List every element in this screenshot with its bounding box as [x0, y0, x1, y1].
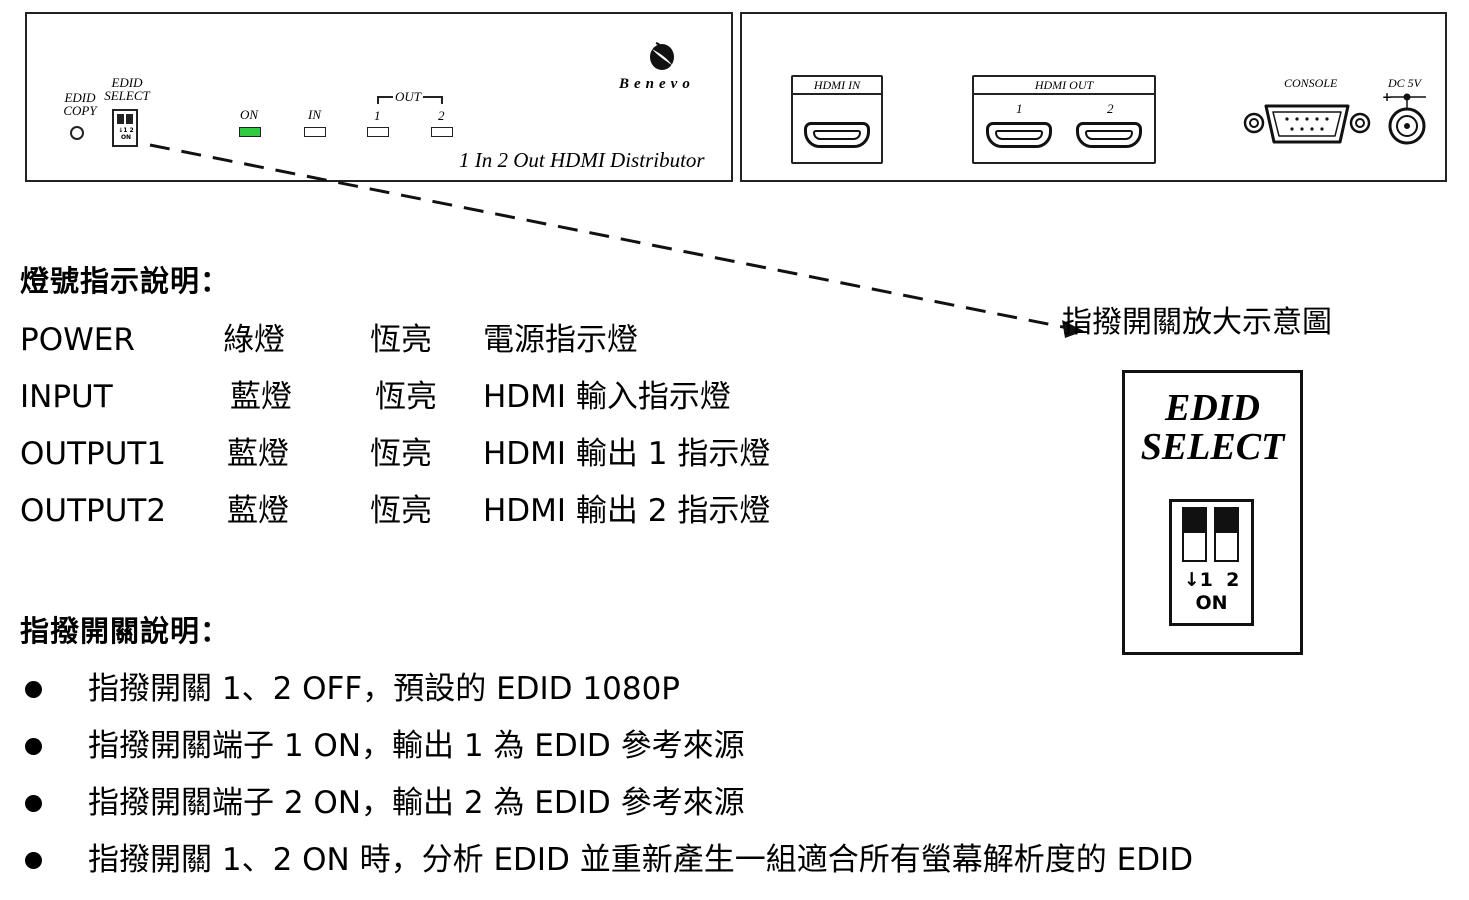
bullet-icon [25, 681, 42, 698]
hdmi-out2-port[interactable] [1076, 122, 1142, 148]
hdmi-out-label: HDMI OUT [974, 77, 1154, 95]
zoom-dip-switch[interactable]: ↓1 2 ON [1169, 499, 1254, 626]
edid-copy-button[interactable] [70, 126, 84, 140]
led-in-label: IN [308, 107, 321, 122]
dc-label: DC 5V [1388, 76, 1421, 90]
led-row-state: 恆亮 [370, 493, 432, 529]
led-row-name: POWER [20, 322, 135, 358]
zoom-select-label: SELECT [1140, 426, 1285, 468]
hdmi-out-box: HDMI OUT 1 2 [972, 75, 1156, 164]
out-bracket-label: OUT [393, 89, 424, 104]
hdmi-out2-label: 2 [1107, 101, 1114, 116]
zoom-edid-label: EDID [1164, 387, 1261, 429]
dip-item-1: 指撥開關 1、2 OFF，預設的 EDID 1080P [88, 671, 680, 707]
zoom-caption: 指撥開關放大示意圖 [1062, 305, 1332, 340]
dip-switch-1[interactable] [1182, 507, 1207, 562]
out2-label: 2 [438, 108, 445, 123]
led-row-desc: HDMI 輸出 1 指示燈 [483, 436, 771, 472]
dip-item-3: 指撥開關端子 2 ON，輸出 2 為 EDID 參考來源 [88, 785, 745, 821]
led-row-color: 藍燈 [230, 379, 292, 415]
zoom-box: EDID SELECT ↓1 2 ON [1122, 370, 1303, 655]
led-row-state: 恆亮 [370, 322, 432, 358]
zoom-switch-numbers: ↓1 2 [1183, 569, 1240, 591]
brand-logo-icon [647, 40, 677, 72]
output2-led [431, 127, 453, 137]
input-led [304, 127, 326, 137]
dip-switch-2[interactable] [1214, 507, 1239, 562]
power-led [239, 127, 261, 137]
led-row-name: INPUT [20, 379, 113, 415]
led-row-desc: HDMI 輸入指示燈 [483, 379, 731, 415]
hdmi-in-port[interactable] [804, 122, 870, 148]
led-section-title: 燈號指示說明： [20, 264, 231, 298]
edid-copy-label: EDID COPY [63, 90, 97, 118]
led-row-name: OUTPUT2 [20, 493, 167, 529]
led-row-name: OUTPUT1 [20, 436, 167, 472]
model-name: 1 In 2 Out HDMI Distributor [459, 148, 705, 172]
output1-led [367, 127, 389, 137]
dip-small-label: ↓1 2 ON [118, 127, 134, 141]
led-row-color: 綠燈 [223, 322, 285, 358]
bullet-icon [25, 738, 42, 755]
bullet-icon [25, 852, 42, 869]
hdmi-in-label: HDMI IN [793, 77, 881, 95]
led-row-desc: 電源指示燈 [483, 322, 638, 358]
brand-name: Benevo [619, 76, 695, 92]
hdmi-out1-label: 1 [1016, 101, 1023, 116]
led-row-color: 藍燈 [227, 493, 289, 529]
console-port[interactable] [1242, 98, 1372, 148]
edid-select-label: EDID SELECT [104, 75, 150, 103]
dip-item-4: 指撥開關 1、2 ON 時，分析 EDID 並重新產生一組適合所有螢幕解析度的 … [88, 842, 1194, 878]
led-row-desc: HDMI 輸出 2 指示燈 [483, 493, 771, 529]
dip-item-2: 指撥開關端子 1 ON，輸出 1 為 EDID 參考來源 [88, 728, 745, 764]
dip-section-title: 指撥開關說明： [20, 614, 231, 648]
zoom-switch-on: ON [1195, 592, 1228, 614]
led-on-label: ON [240, 107, 259, 122]
console-label: CONSOLE [1284, 76, 1338, 90]
hdmi-in-box: HDMI IN [791, 75, 883, 164]
svg-text:+: + [1382, 90, 1392, 104]
hdmi-out1-port[interactable] [986, 122, 1052, 148]
led-row-state: 恆亮 [370, 436, 432, 472]
dip-switch-small[interactable]: ↓1 2 ON [112, 109, 138, 147]
rear-panel: HDMI IN HDMI OUT 1 2 CONSOLE DC 5V + [740, 12, 1447, 182]
bullet-icon [25, 795, 42, 812]
out1-label: 1 [374, 108, 381, 123]
front-panel: EDID COPY EDID SELECT ↓1 2 ON ON IN OUT … [25, 12, 733, 182]
dc-power-port[interactable]: + [1380, 88, 1430, 148]
led-row-color: 藍燈 [227, 436, 289, 472]
led-row-state: 恆亮 [375, 379, 437, 415]
